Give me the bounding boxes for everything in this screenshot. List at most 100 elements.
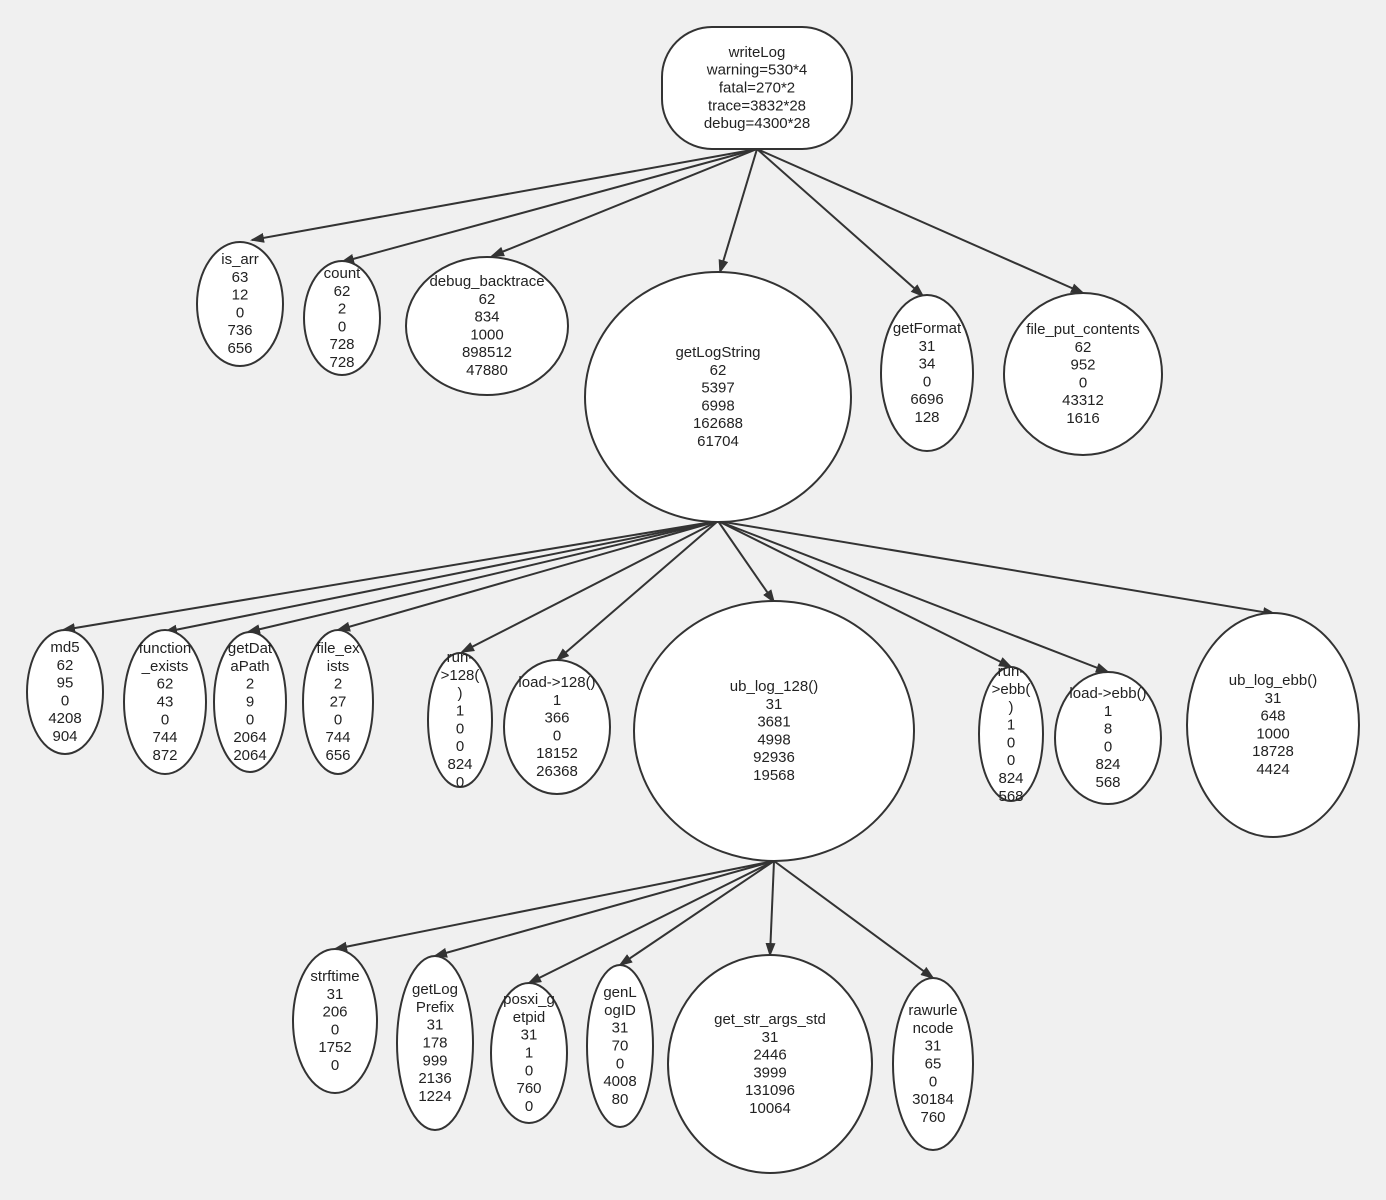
node-value: 0: [525, 1098, 533, 1115]
node-value: 31: [766, 696, 783, 713]
node-value: 4424: [1256, 761, 1289, 778]
node-value: 12: [232, 287, 249, 304]
node-shape-ellipse: [490, 982, 568, 1124]
node-value: ogID: [604, 1002, 636, 1019]
node-value: 19568: [753, 767, 795, 784]
node-value: 952: [1070, 357, 1095, 374]
node-value: 824: [1095, 756, 1120, 773]
node-title: rawurle: [908, 1002, 957, 1019]
node-value: 2064: [233, 729, 266, 746]
node-value: 568: [998, 788, 1023, 805]
node-title: load->128(): [518, 674, 595, 691]
node-value: 6998: [701, 397, 734, 414]
node-value: etpid: [513, 1009, 546, 1026]
node-value: 131096: [745, 1082, 795, 1099]
edge-ub_log_128-to-strftime: [333, 860, 775, 952]
node-value: 904: [52, 728, 77, 745]
node-shape-ellipse: [26, 629, 104, 755]
node-value: 1000: [1256, 725, 1289, 742]
node-value: 95: [57, 675, 74, 692]
node-value: 70: [612, 1038, 629, 1055]
edge-getLogString-to-getDataPath: [246, 520, 719, 635]
edge-getLogString-to-function_exists: [163, 520, 719, 635]
node-title: get_str_args_std: [714, 1011, 826, 1028]
node-value: 0: [236, 304, 244, 321]
node-value: 0: [331, 1057, 339, 1074]
edge-ub_log_128-to-genLogID: [618, 860, 775, 967]
node-value: 0: [1104, 738, 1112, 755]
node-value: ): [458, 685, 463, 702]
edge-writeLog-to-count: [340, 148, 758, 264]
node-value: 0: [616, 1055, 624, 1072]
edge-writeLog-to-file_put_contents: [756, 148, 1085, 294]
node-value: 62: [710, 362, 727, 379]
node-value: 824: [447, 756, 472, 773]
node-value: 4998: [757, 731, 790, 748]
edge-getLogString-to-ub_log_ebb: [717, 520, 1277, 617]
edge-ub_log_128-to-get_str_args_std: [765, 860, 776, 957]
node-shape-ellipse: [584, 271, 852, 523]
node-value: 9: [246, 694, 254, 711]
node-value: 656: [325, 747, 350, 764]
node-title: writeLog: [728, 44, 786, 61]
node-value: 2: [246, 676, 254, 693]
node-value: 872: [152, 747, 177, 764]
node-value: 162688: [693, 415, 743, 432]
node-value: 0: [525, 1062, 533, 1079]
node-value: 10064: [749, 1100, 791, 1117]
node-title: strftime: [310, 968, 359, 985]
node-value: 5397: [701, 380, 734, 397]
node-value: 206: [322, 1004, 347, 1021]
edge-getLogString-to-run128: [460, 520, 719, 653]
node-value: 898512: [462, 344, 512, 361]
node-title: function: [139, 640, 192, 657]
node-writeLog[interactable]: writeLogwarning=530*4fatal=270*2trace=38…: [661, 26, 853, 150]
node-shape-ellipse: [303, 260, 381, 376]
node-value: 178: [422, 1035, 447, 1052]
node-value: 43312: [1062, 392, 1104, 409]
node-value: 0: [456, 720, 464, 737]
node-value: 366: [544, 710, 569, 727]
node-title: run-: [998, 663, 1025, 680]
node-value: 744: [152, 729, 177, 746]
node-value: 3999: [753, 1064, 786, 1081]
node-title: posxi_g: [503, 991, 555, 1008]
node-value: 736: [227, 322, 252, 339]
edge-getLogString-to-md5: [61, 520, 719, 633]
node-value: 760: [920, 1109, 945, 1126]
node-title: getLogString: [675, 344, 760, 361]
node-value: 999: [422, 1052, 447, 1069]
node-value: 1: [456, 703, 464, 720]
node-value: 8: [1104, 721, 1112, 738]
node-shape-rounded-rect: [661, 26, 853, 150]
node-value: 1224: [418, 1088, 451, 1105]
node-value: 80: [612, 1091, 629, 1108]
node-shape-ellipse: [1186, 612, 1360, 838]
node-value: 65: [925, 1056, 942, 1073]
node-value: 824: [998, 770, 1023, 787]
node-value: fatal=270*2: [719, 80, 795, 97]
